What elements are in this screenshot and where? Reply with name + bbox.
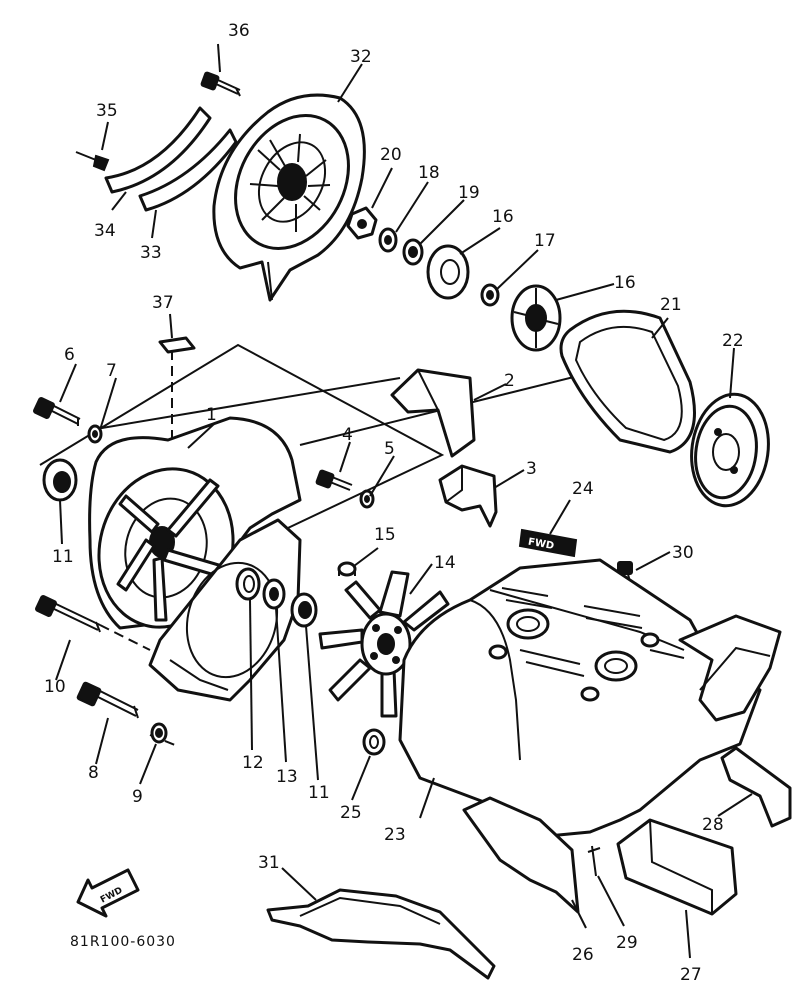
part-28-bracket [720, 746, 792, 828]
part-24-label: FWD [518, 528, 578, 558]
callout-16-top: 16 [492, 207, 514, 227]
part-22-pulley [690, 392, 770, 508]
part-13-washer [262, 578, 286, 610]
callout-20: 20 [380, 145, 402, 165]
callout-36: 36 [228, 21, 250, 41]
callout-4: 4 [342, 425, 353, 445]
callout-24: 24 [572, 479, 594, 499]
fwd-arrow: FWD [76, 868, 140, 918]
callout-25: 25 [340, 803, 362, 823]
callout-9: 9 [132, 787, 143, 807]
part-34-strip [104, 106, 212, 194]
part-11-seal-right [290, 592, 318, 628]
part-3-bracket [438, 464, 498, 528]
callout-2: 2 [504, 371, 515, 391]
callout-labels: 36 32 35 34 33 20 18 19 16 17 16 21 22 3… [44, 21, 744, 985]
part-15-plug [337, 561, 357, 577]
callout-17: 17 [534, 231, 556, 251]
part-12-circlip [235, 567, 261, 601]
part-8-bolt [76, 681, 139, 719]
callout-11-left: 11 [52, 547, 74, 567]
callout-37: 37 [152, 293, 174, 313]
callout-27: 27 [680, 965, 702, 985]
leader-lines [55, 43, 753, 959]
part-35-clip [75, 151, 110, 172]
callout-22: 22 [722, 331, 744, 351]
part-23-engine-shroud [398, 558, 782, 838]
part-27-cover [616, 818, 738, 916]
callout-21: 21 [660, 295, 682, 315]
callout-5: 5 [384, 439, 395, 459]
part-29-clip [587, 845, 601, 877]
part-36-bolt [200, 71, 241, 97]
callout-7: 7 [106, 361, 117, 381]
part-14-cooling-fan [318, 570, 450, 718]
callout-26: 26 [572, 945, 594, 965]
part-10-bolt [35, 595, 101, 633]
part-37-clip [158, 336, 196, 354]
callout-10: 10 [44, 677, 66, 697]
callout-8: 8 [88, 763, 99, 783]
callout-13: 13 [276, 767, 298, 787]
callout-11-right: 11 [308, 783, 330, 803]
callout-23: 23 [384, 825, 406, 845]
part-2-duct [390, 368, 476, 458]
callout-16-lower: 16 [614, 273, 636, 293]
callout-28: 28 [702, 815, 724, 835]
callout-15: 15 [374, 525, 396, 545]
part-18-washer [378, 227, 398, 253]
callout-29: 29 [616, 933, 638, 953]
callout-32: 32 [350, 47, 372, 67]
callout-30: 30 [672, 543, 694, 563]
callout-19: 19 [458, 183, 480, 203]
part-21-v-belt [559, 309, 696, 454]
callout-33: 33 [140, 243, 162, 263]
callout-3: 3 [526, 459, 537, 479]
part-16-pulley-half-a [426, 244, 470, 300]
callout-34: 34 [94, 221, 116, 241]
part-19-washer [402, 238, 424, 266]
callout-12: 12 [242, 753, 264, 773]
rear-housing-plate [148, 518, 302, 702]
part-16-pulley-half-b [510, 284, 562, 352]
callout-6: 6 [64, 345, 75, 365]
part-7-washer [87, 424, 103, 444]
part-11-seal-left [42, 458, 78, 502]
callout-18: 18 [418, 163, 440, 183]
part-code: 81R100-6030 [70, 934, 176, 950]
part-20-nut [346, 206, 378, 240]
part-25-grommet [362, 728, 386, 756]
part-32-starter-cover [212, 93, 366, 302]
part-31-plate [266, 888, 496, 980]
part-4-bolt [315, 469, 353, 491]
part-17-washer [480, 283, 500, 307]
part-33-strip [138, 128, 238, 212]
callout-35: 35 [96, 101, 118, 121]
svg-text:FWD: FWD [527, 537, 555, 552]
callout-14: 14 [434, 553, 456, 573]
part-6-bolt [33, 397, 81, 426]
callout-31: 31 [258, 853, 280, 873]
part-9-washer [150, 722, 168, 744]
callout-1: 1 [206, 405, 217, 425]
